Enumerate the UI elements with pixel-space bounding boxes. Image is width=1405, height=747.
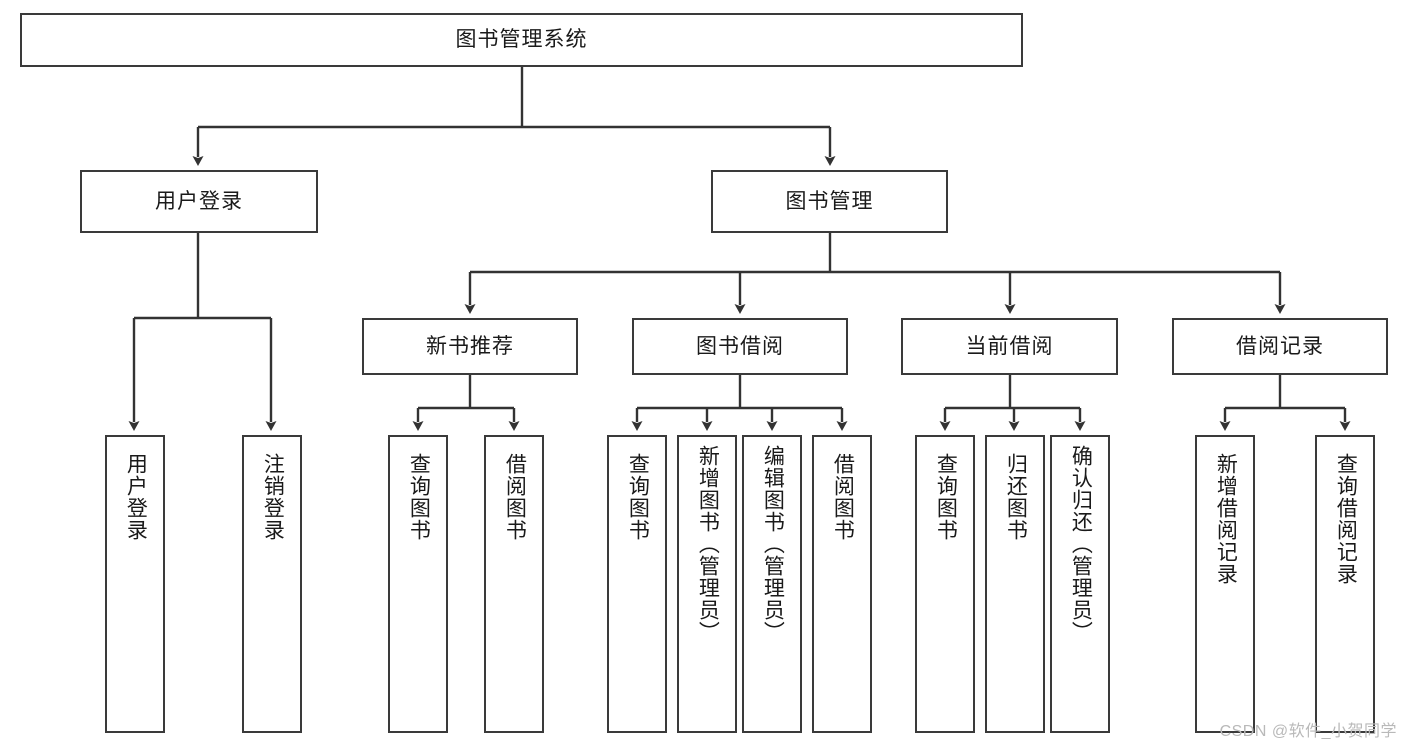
node-leaf-query-book-3-label: 查询图书 [934,453,958,541]
node-leaf-return-book[interactable]: 归还图书 [985,435,1045,733]
node-leaf-add-book-label: 新增图书（管理员） [696,445,720,643]
node-leaf-borrow-book-2[interactable]: 借阅图书 [812,435,872,733]
node-leaf-add-record-label: 新增借阅记录 [1214,453,1238,585]
node-leaf-query-book-2-label: 查询图书 [626,453,650,541]
node-root[interactable]: 图书管理系统 [20,13,1023,67]
node-new-book-recommend[interactable]: 新书推荐 [362,318,578,375]
node-borrow-record-label: 借阅记录 [1236,334,1324,358]
node-root-label: 图书管理系统 [455,28,588,52]
node-leaf-borrow-book-1-label: 借阅图书 [503,453,527,541]
node-book-borrow[interactable]: 图书借阅 [632,318,848,375]
node-leaf-edit-book[interactable]: 编辑图书（管理员） [742,435,802,733]
node-leaf-confirm-return[interactable]: 确认归还（管理员） [1050,435,1110,733]
node-book-borrow-label: 图书借阅 [696,334,784,358]
node-leaf-return-book-label: 归还图书 [1004,453,1028,541]
node-leaf-query-book-2[interactable]: 查询图书 [607,435,667,733]
node-leaf-logout-label: 注销登录 [261,453,285,541]
node-borrow-record[interactable]: 借阅记录 [1172,318,1388,375]
node-leaf-borrow-book-1[interactable]: 借阅图书 [484,435,544,733]
node-leaf-query-record-label: 查询借阅记录 [1334,453,1358,585]
node-current-borrow-label: 当前借阅 [965,334,1054,358]
node-leaf-user-login[interactable]: 用户登录 [105,435,165,733]
node-leaf-user-login-label: 用户登录 [124,453,148,541]
node-leaf-add-record[interactable]: 新增借阅记录 [1195,435,1255,733]
node-new-book-recommend-label: 新书推荐 [426,334,514,358]
csdn-watermark: CSDN @软件_小贺同学 [1219,723,1397,740]
node-leaf-edit-book-label: 编辑图书（管理员） [761,445,785,643]
node-leaf-query-record[interactable]: 查询借阅记录 [1315,435,1375,733]
node-leaf-query-book-1[interactable]: 查询图书 [388,435,448,733]
node-leaf-borrow-book-2-label: 借阅图书 [831,453,855,541]
node-leaf-add-book[interactable]: 新增图书（管理员） [677,435,737,733]
node-book-manage[interactable]: 图书管理 [711,170,948,233]
node-leaf-logout[interactable]: 注销登录 [242,435,302,733]
node-leaf-query-book-1-label: 查询图书 [407,453,431,541]
node-leaf-confirm-return-label: 确认归还（管理员） [1069,445,1093,643]
node-book-manage-label: 图书管理 [785,189,874,213]
node-current-borrow[interactable]: 当前借阅 [901,318,1118,375]
node-user-login[interactable]: 用户登录 [80,170,318,233]
node-user-login-label: 用户登录 [155,189,243,213]
node-leaf-query-book-3[interactable]: 查询图书 [915,435,975,733]
